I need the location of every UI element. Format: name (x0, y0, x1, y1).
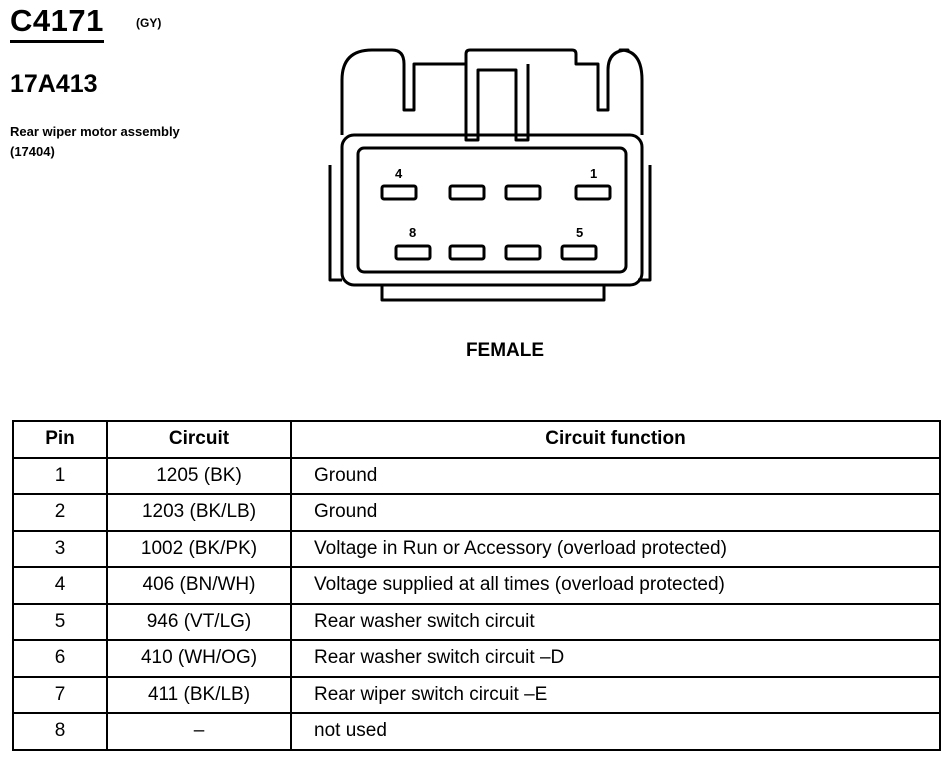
function-cell: Ground (290, 456, 941, 495)
terminal-6 (504, 244, 542, 261)
circuit-cell: 1205 (BK) (106, 456, 292, 495)
connector-latch (464, 64, 530, 142)
pin-label-4: 4 (395, 166, 403, 181)
circuit-cell: 1002 (BK/PK) (106, 529, 292, 568)
function-cell: Rear washer switch circuit –D (290, 639, 941, 678)
connector-gender-label: FEMALE (465, 340, 545, 361)
pin-label-8: 8 (409, 225, 416, 240)
pin-cell: 2 (12, 493, 108, 532)
connector-side-rail-left (328, 165, 342, 282)
connector-body (340, 133, 644, 287)
part-number: 17A413 (10, 70, 98, 98)
function-cell: Rear washer switch circuit (290, 602, 941, 641)
column-header-function: Circuit function (290, 420, 941, 459)
connector-color-code: (GY) (136, 16, 162, 30)
pin-cell: 5 (12, 602, 108, 641)
table-row: 1 1205 (BK) Ground (12, 456, 941, 495)
table-row: 8 – not used (12, 712, 941, 751)
circuit-cell: 410 (WH/OG) (106, 639, 292, 678)
function-cell: not used (290, 712, 941, 751)
pin-cell: 7 (12, 675, 108, 714)
function-cell: Rear wiper switch circuit –E (290, 675, 941, 714)
terminal-1 (574, 184, 612, 201)
function-cell: Voltage supplied at all times (overload … (290, 566, 941, 605)
connector-cavity (356, 146, 628, 274)
circuit-cell: 1203 (BK/LB) (106, 493, 292, 532)
function-cell: Voltage in Run or Accessory (overload pr… (290, 529, 941, 568)
circuit-cell: 946 (VT/LG) (106, 602, 292, 641)
column-header-circuit: Circuit (106, 420, 292, 459)
circuit-cell: 411 (BK/LB) (106, 675, 292, 714)
table-row: 3 1002 (BK/PK) Voltage in Run or Accesso… (12, 529, 941, 568)
table-row: 7 411 (BK/LB) Rear wiper switch circuit … (12, 675, 941, 714)
table-row: 6 410 (WH/OG) Rear washer switch circuit… (12, 639, 941, 678)
pin-cell: 3 (12, 529, 108, 568)
terminal-7 (448, 244, 486, 261)
pin-cell: 6 (12, 639, 108, 678)
terminal-5 (560, 244, 598, 261)
terminal-8 (394, 244, 432, 261)
terminal-3 (448, 184, 486, 201)
terminal-4 (380, 184, 418, 201)
connector-side-rail-right (638, 165, 652, 282)
table-row: 5 946 (VT/LG) Rear washer switch circuit (12, 602, 941, 641)
connector-housing (340, 48, 644, 135)
pin-cell: 1 (12, 456, 108, 495)
column-header-pin: Pin (12, 420, 108, 459)
pin-label-5: 5 (576, 225, 583, 240)
component-description: Rear wiper motor assembly (17404) (10, 124, 180, 159)
pin-cell: 8 (12, 712, 108, 751)
pinout-table: Pin Circuit Circuit function 1 1205 (BK)… (12, 420, 941, 751)
table-row: 2 1203 (BK/LB) Ground (12, 493, 941, 532)
terminal-2 (504, 184, 542, 201)
circuit-cell: 406 (BN/WH) (106, 566, 292, 605)
pin-cell: 4 (12, 566, 108, 605)
circuit-cell: – (106, 712, 292, 751)
pin-label-1: 1 (590, 166, 597, 181)
function-cell: Ground (290, 493, 941, 532)
connector-id: C4171 (10, 4, 104, 43)
table-header-row: Pin Circuit Circuit function (12, 420, 941, 459)
connector-bottom-rib (380, 285, 606, 302)
connector-face-diagram: 4 1 8 5 (328, 48, 652, 302)
table-row: 4 406 (BN/WH) Voltage supplied at all ti… (12, 566, 941, 605)
